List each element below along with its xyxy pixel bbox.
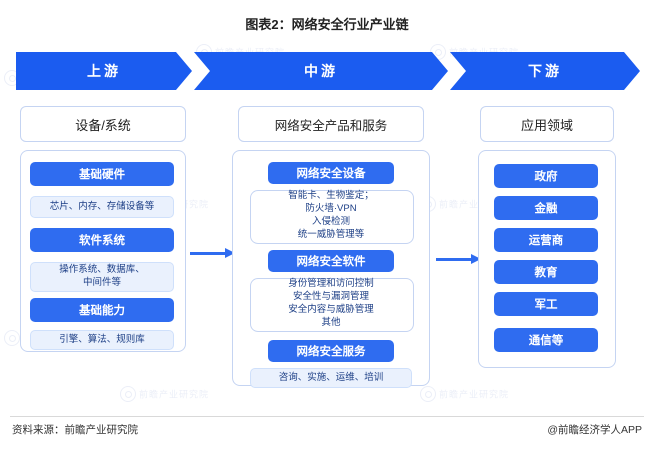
upstream-group-title-1: 软件系统 [30,228,174,252]
watermark: 前瞻产业研究院 [120,386,209,402]
watermark-logo-icon [4,330,20,346]
downstream-item-0: 政府 [494,164,598,188]
arrow-upstream-to-midstream [190,248,235,258]
midstream-group-title-1: 网络安全软件 [268,250,394,272]
midstream-head: 网络安全产品和服务 [238,106,424,142]
midstream-group-box-1 [250,278,414,332]
upstream-group-detail-1: 操作系统、数据库、 中间件等 [30,262,174,292]
upstream-group-title-2: 基础能力 [30,298,174,322]
banner-midstream: 中游 [194,52,448,90]
banner-upstream: 上游 [16,52,192,90]
arrow-midstream-to-downstream [436,254,481,264]
upstream-group-detail-2: 引擎、算法、规则库 [30,330,174,350]
banner-downstream: 下游 [450,52,640,90]
midstream-group-title-2: 网络安全服务 [268,340,394,362]
midstream-group-title-0: 网络安全设备 [268,162,394,184]
midstream-group-detail-2: 咨询、实施、运维、培训 [250,368,412,388]
midstream-group-detail-1: 身份管理和访问控制 安全性与漏洞管理 安全内容与威胁管理 其他 [288,278,374,328]
source-note: 资料来源：前瞻产业研究院 [12,424,138,436]
upstream-group-title-0: 基础硬件 [30,162,174,186]
upstream-group-detail-0: 芯片、内存、存储设备等 [30,196,174,218]
brand-note: @前瞻经济学人APP [547,424,642,436]
downstream-item-2: 运营商 [494,228,598,252]
downstream-item-3: 教育 [494,260,598,284]
page-title: 图表2：网络安全行业产业链 [245,17,409,32]
watermark: 前瞻产业研究院 [420,386,509,402]
footer-divider [10,416,644,417]
upstream-head: 设备/系统 [20,106,186,142]
watermark-logo-icon [420,386,436,402]
downstream-item-1: 金融 [494,196,598,220]
midstream-group-detail-0: 智能卡、生物鉴定； 防火墙·VPN 入侵检测 统一威胁管理等 [288,190,374,240]
downstream-item-4: 军工 [494,292,598,316]
watermark-logo-icon [120,386,136,402]
midstream-group-box-0 [250,190,414,244]
downstream-item-5: 通信等 [494,328,598,352]
downstream-head: 应用领域 [480,106,614,142]
